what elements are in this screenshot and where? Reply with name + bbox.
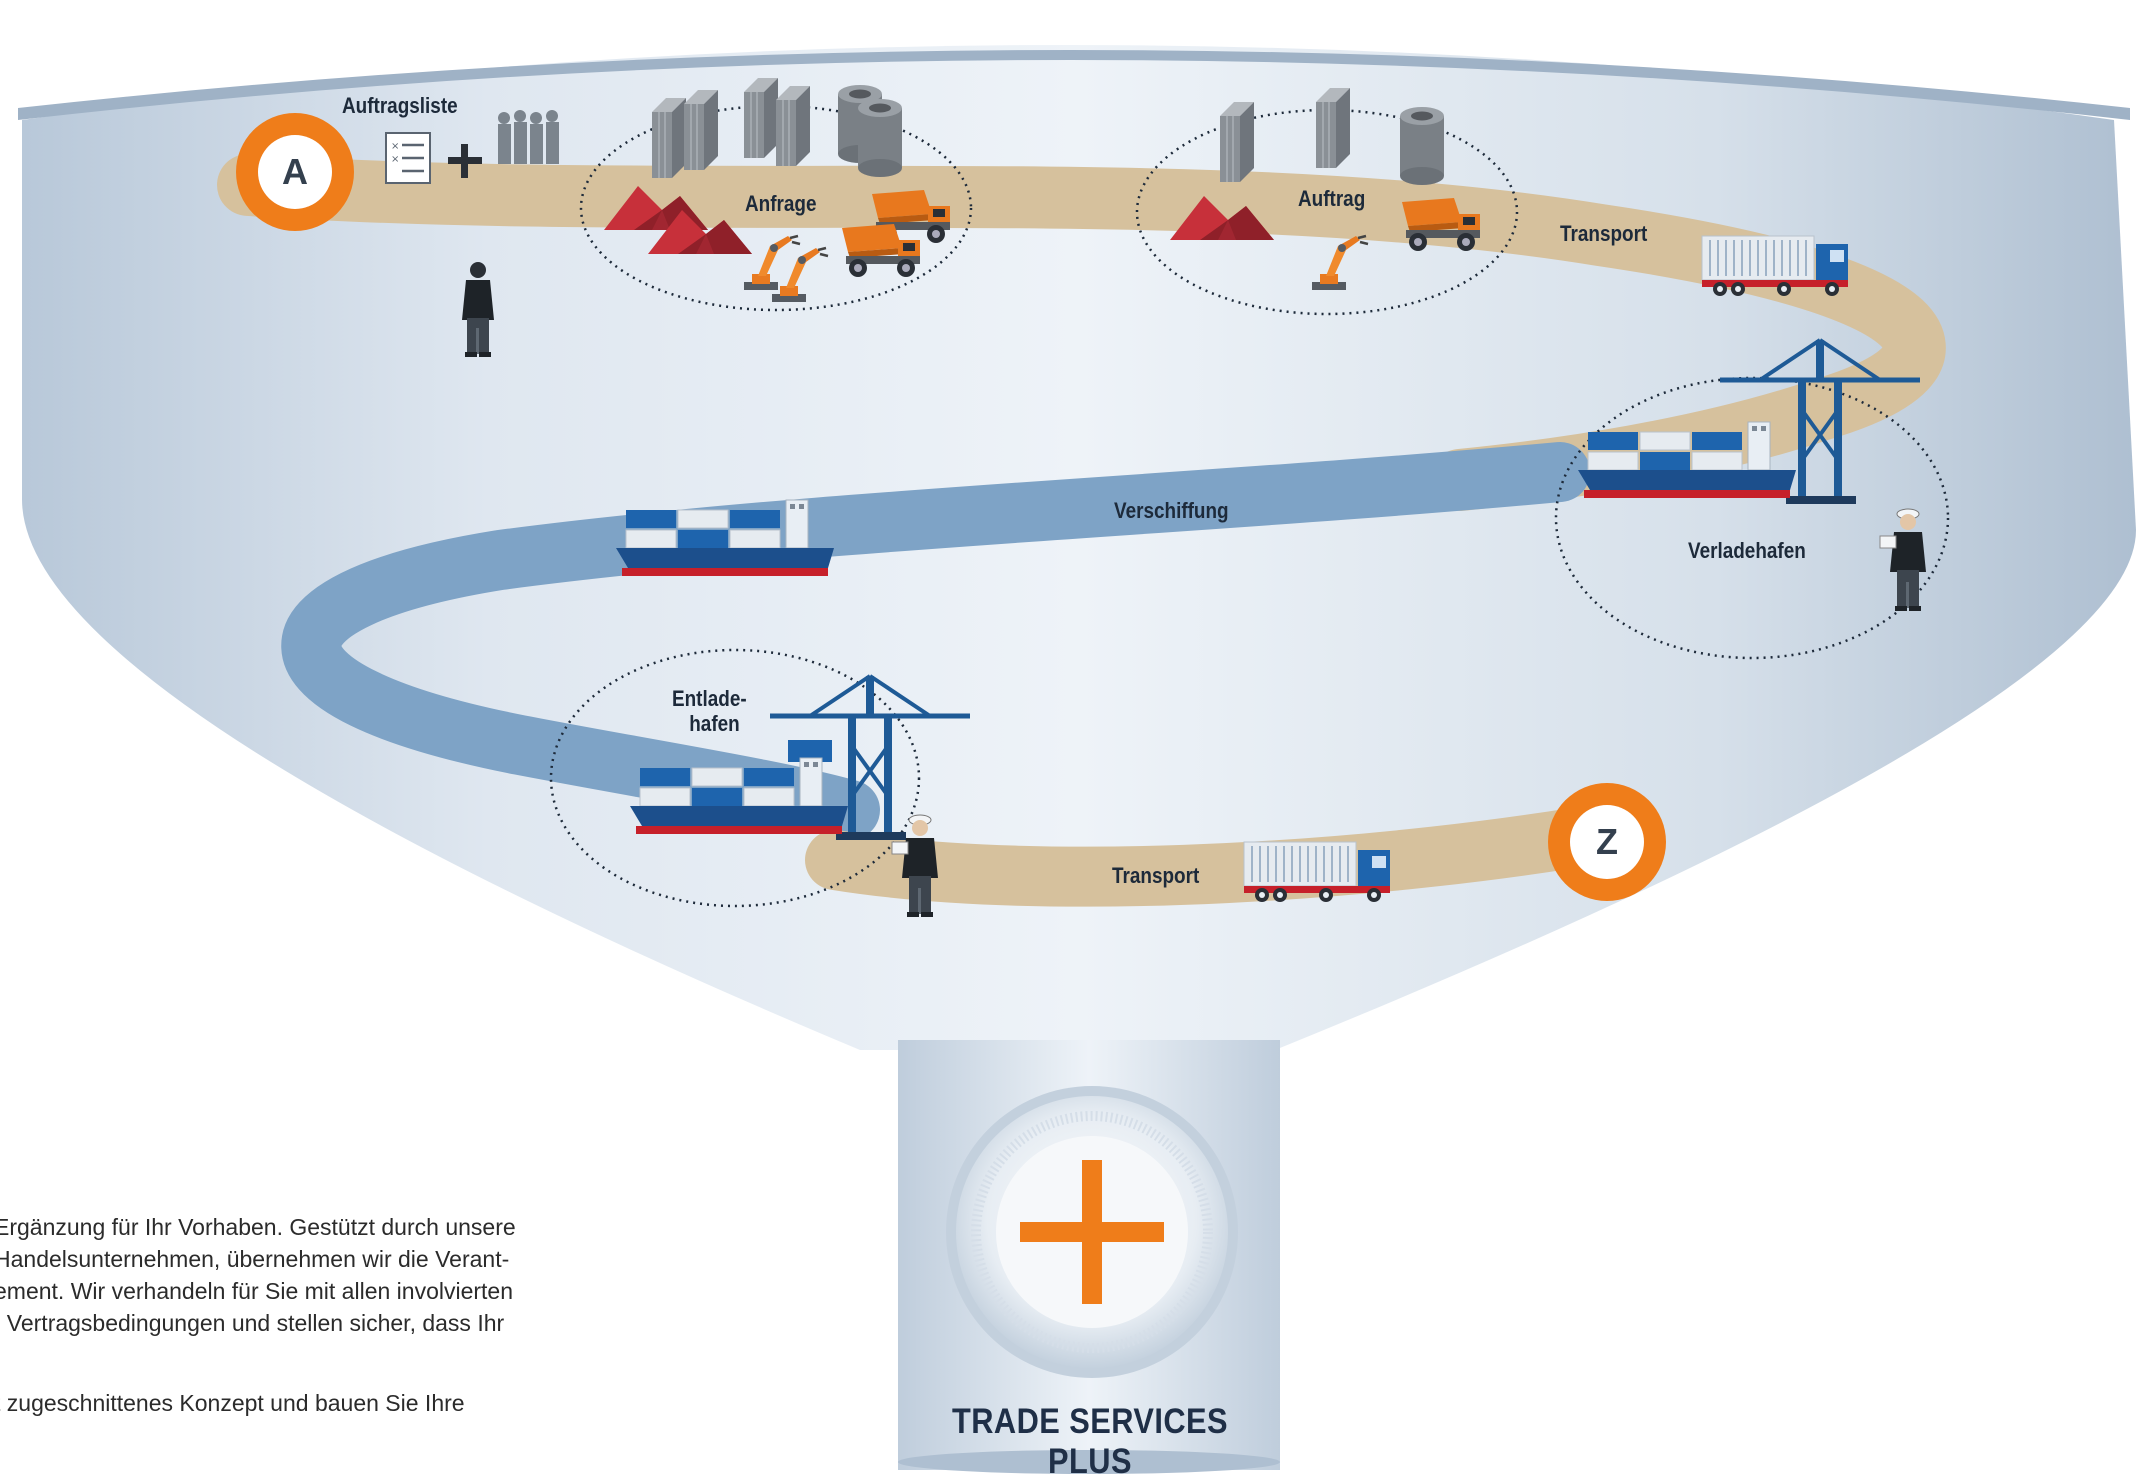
label-verschiffung: Verschiffung — [1114, 498, 1229, 523]
body-text-line: t zugeschnittenes Konzept und bauen Sie … — [0, 1390, 465, 1416]
water-channel — [281, 442, 1590, 840]
label-auftrag: Auftrag — [1298, 186, 1366, 211]
container-truck-icon — [1701, 235, 1849, 297]
steel-profile-icon — [683, 89, 719, 171]
end-marker: Z — [1548, 783, 1666, 901]
label-entladehafen-line1: Entlade- — [672, 686, 747, 711]
start-marker: A — [236, 113, 354, 231]
plus-icon — [448, 144, 482, 178]
stem-base — [898, 1450, 1280, 1474]
body-text-line: ement. Wir verhandeln für Sie mit allen … — [0, 1278, 514, 1304]
body-text-line: . Vertragsbedingungen und stellen sicher… — [0, 1310, 505, 1336]
body-text: Ergänzung für Ihr Vorhaben. Gestützt dur… — [0, 1211, 694, 1419]
end-marker-label: Z — [1570, 805, 1644, 879]
funnel-rim — [18, 50, 2130, 120]
container-ship-icon — [615, 499, 835, 577]
hanging-container — [788, 740, 832, 762]
label-verladehafen: Verladehafen — [1688, 538, 1806, 563]
trade-services-logo — [946, 1086, 1238, 1378]
entladehafen-group — [549, 648, 921, 908]
container-ship-icon — [1577, 421, 1797, 499]
label-transport-top: Transport — [1560, 221, 1648, 246]
steel-profile-icon — [775, 85, 811, 167]
label-entladehafen-line2: hafen — [689, 711, 740, 737]
label-entladehafen: Entlade- hafen — [672, 686, 747, 737]
steel-profile-icon — [1315, 87, 1351, 169]
label-auftragsliste: Auftragsliste — [342, 93, 458, 118]
label-anfrage: Anfrage — [745, 191, 817, 216]
steel-profile-icon — [743, 77, 779, 159]
container-ship-icon — [629, 757, 849, 835]
label-transport-bottom: Transport — [1112, 863, 1200, 888]
body-text-line: Ergänzung für Ihr Vorhaben. Gestützt dur… — [0, 1214, 516, 1240]
anfrage-group — [579, 104, 973, 312]
steel-profile-icon — [1219, 101, 1255, 183]
pipe-icon — [1400, 107, 1444, 185]
verladehafen-group — [1554, 376, 1950, 660]
checklist-icon — [384, 131, 432, 185]
auftrag-group — [1135, 108, 1519, 316]
pipe-icon — [858, 99, 902, 177]
body-text-line: Handelsunternehmen, übernehmen wir die V… — [0, 1246, 510, 1272]
logo-plus-icon — [1020, 1160, 1164, 1304]
container-truck-icon — [1243, 841, 1391, 903]
steel-profile-icon — [651, 97, 687, 179]
start-marker-label: A — [258, 135, 332, 209]
brand-name: TRADE SERVICES PLUS — [951, 1402, 1229, 1481]
